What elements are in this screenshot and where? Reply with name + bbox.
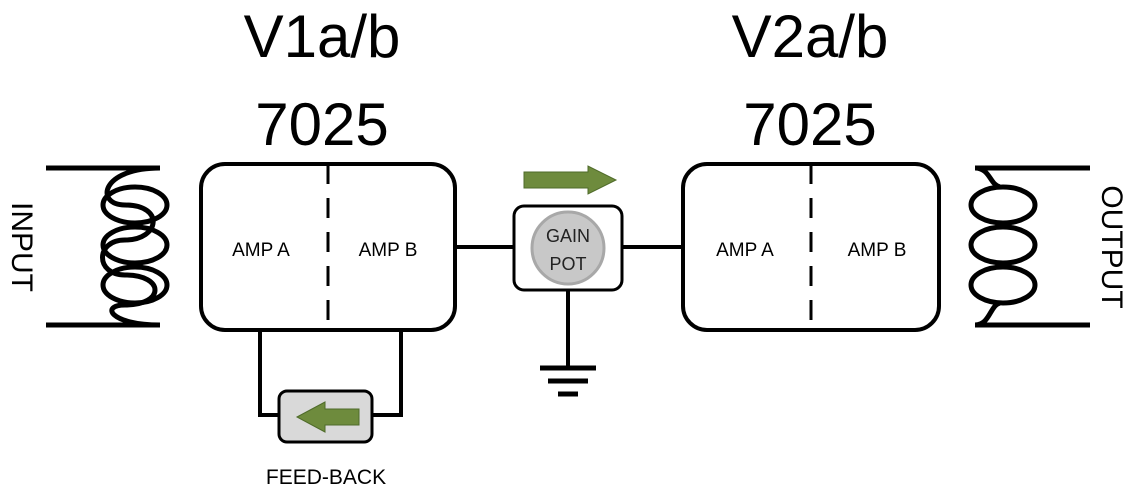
input-transformer [46,165,170,328]
output-coil-loop [968,264,1038,306]
feedback-wire-left [258,330,279,417]
input-coil-loop [100,224,170,266]
feedback-loop [258,330,403,444]
stage2-tube: 7025 [743,91,876,158]
input-coil-loop [100,264,170,306]
stage1-tube: 7025 [255,91,388,158]
stage1-amp-a-label: AMP A [232,240,290,261]
input-coil-loop [100,184,170,226]
gain-pot: GAIN POT [512,204,624,292]
stage2-amp-a-label: AMP A [716,240,774,261]
stage2-amp-b-label: AMP B [848,240,907,261]
output-coil-loop [968,224,1038,266]
output-coil-loop [968,184,1038,226]
stage1-amp-b-label: AMP B [359,240,418,261]
gain-pot-label-line2: POT [549,254,586,274]
gain-pot-label-line1: GAIN [546,226,590,246]
ground-symbol-icon [540,290,596,397]
input-label: INPUT [5,202,38,292]
feedback-wire-right [372,330,403,417]
gain-pot-knob [530,210,606,286]
stage1-title: V1a/b [244,3,401,70]
feedback-arrow-left-icon [295,401,360,433]
stage2-title: V2a/b [732,3,889,70]
output-coil-ends [974,165,1002,328]
output-label: OUTPUT [1095,185,1128,308]
signal-direction-arrow-right-icon [523,165,618,195]
output-transformer [968,165,1090,328]
feedback-label: FEED-BACK [266,466,386,489]
